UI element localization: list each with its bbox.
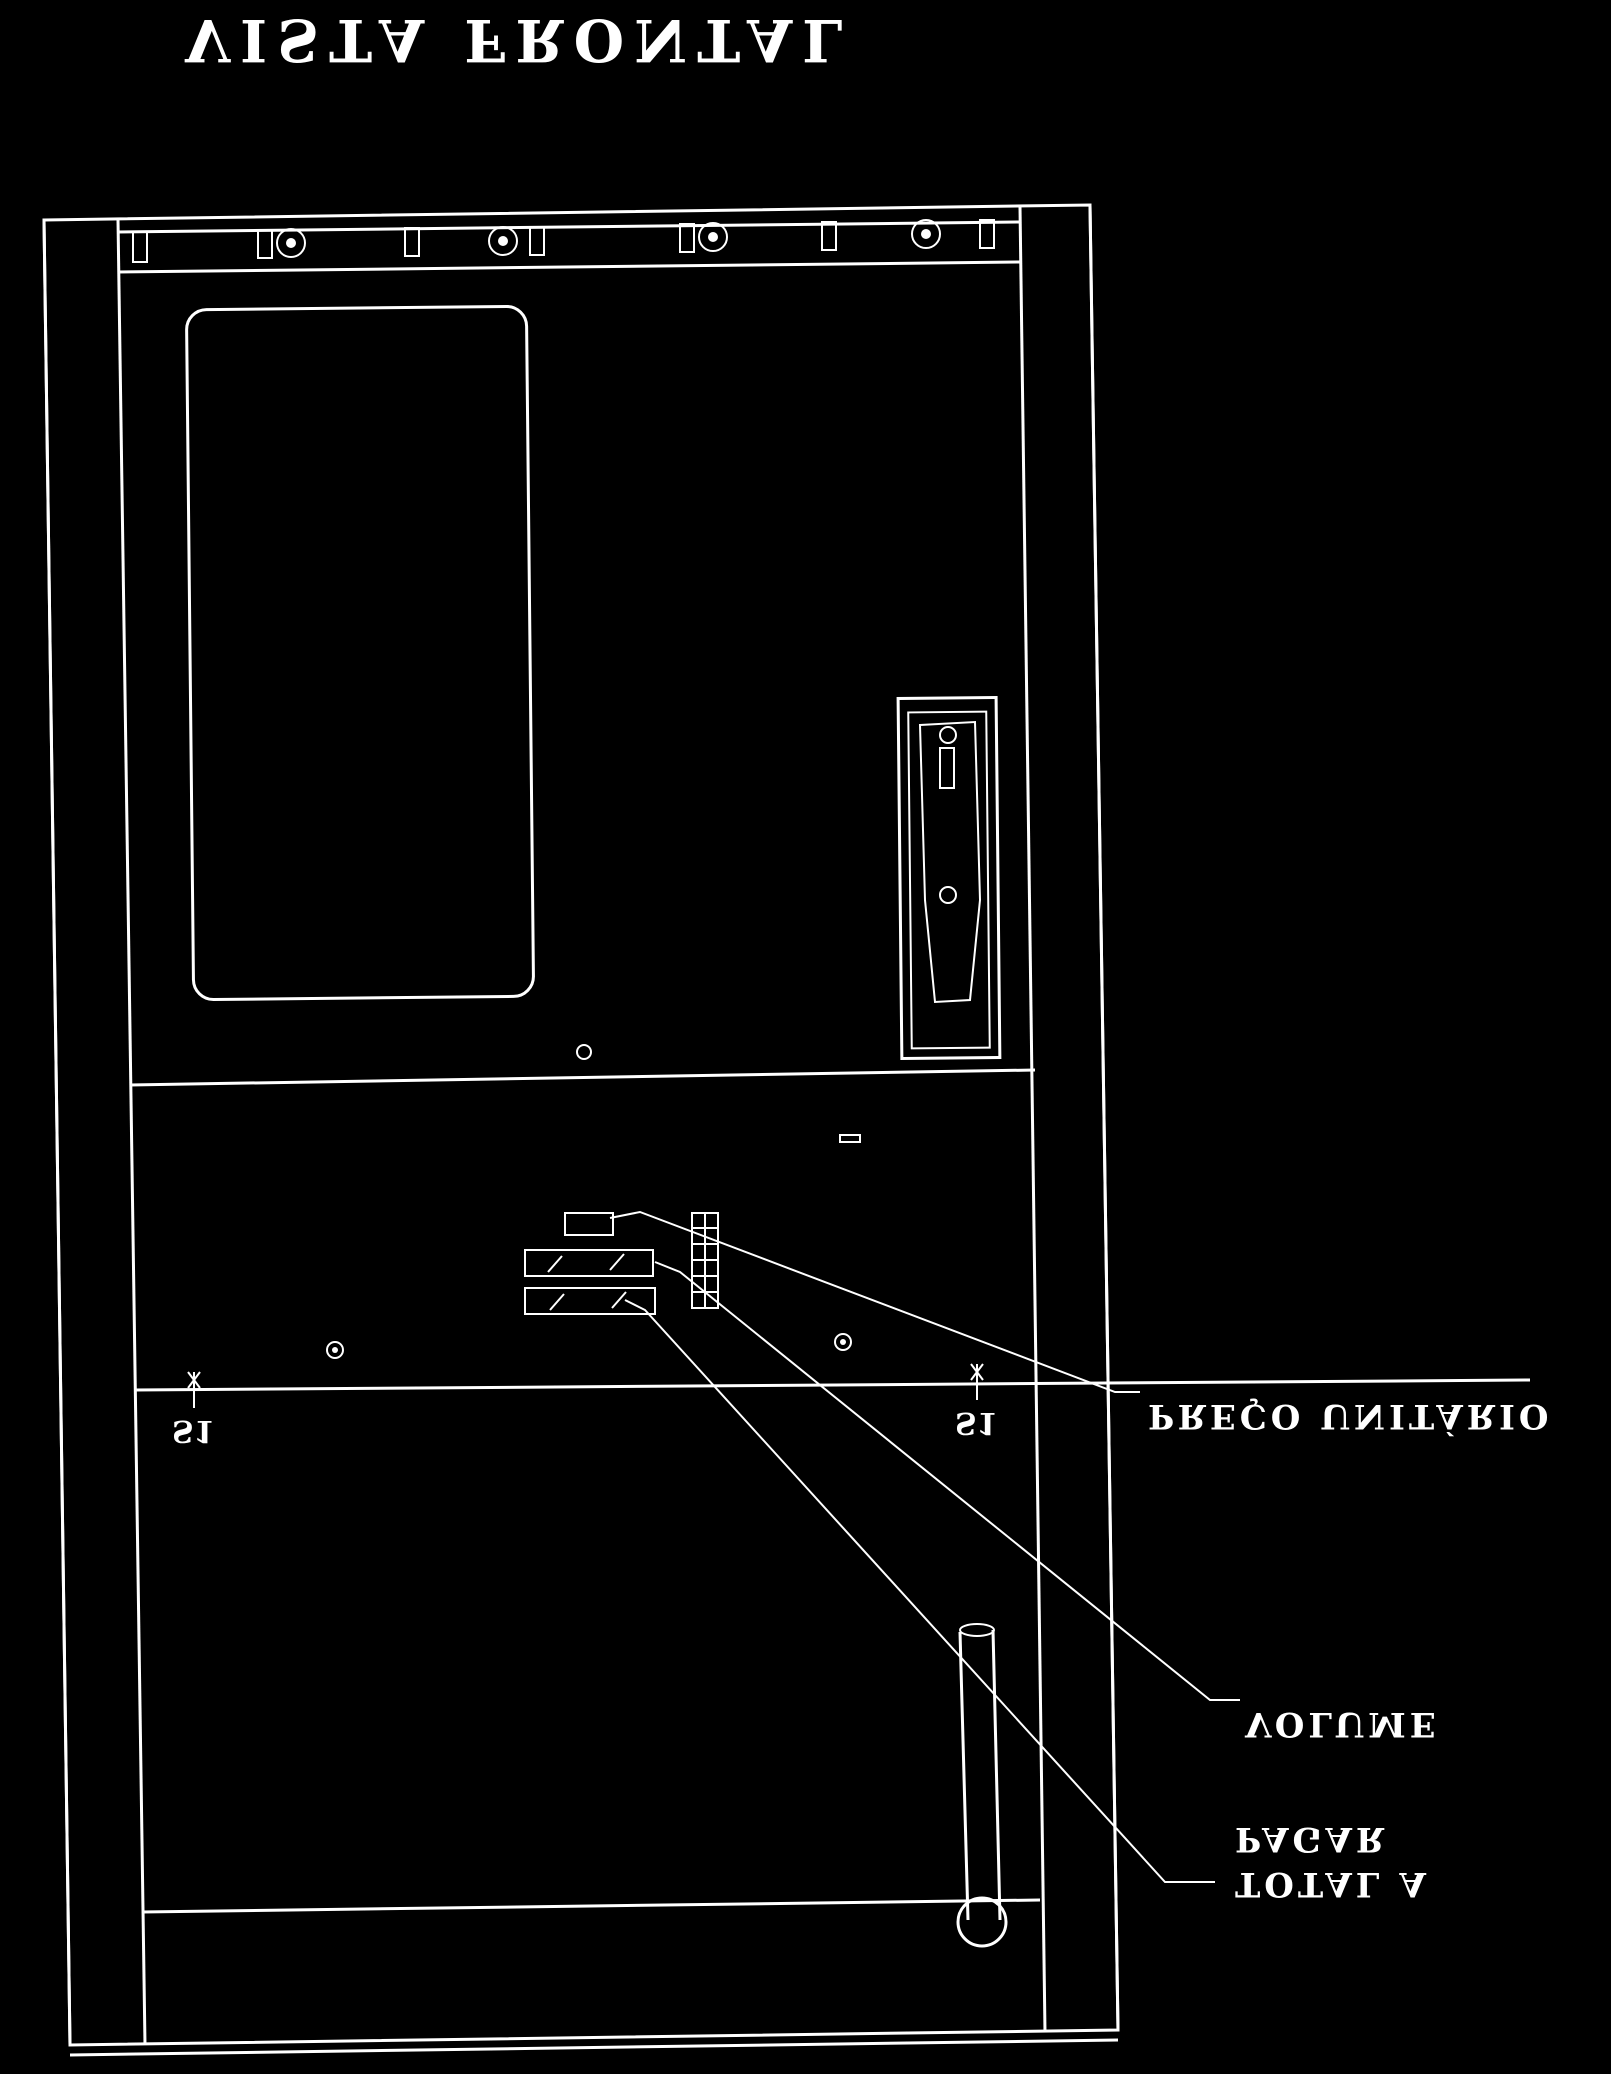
total-display (524, 1287, 656, 1315)
volume-display (524, 1249, 654, 1277)
hose-pipe (956, 1623, 1008, 1948)
slot (839, 1134, 861, 1143)
label-total-line2: PAGAR (1235, 1819, 1388, 1859)
drawing-title: VISTA FRONTAL (184, 6, 853, 74)
section-marker-left-icon (187, 1371, 201, 1408)
nozzle-holster (896, 695, 1002, 1061)
cabinet-outline (42, 203, 1120, 2057)
fitting-4-icon (821, 219, 995, 251)
leader-lines (609, 1210, 1240, 1883)
screw-left-icon (326, 1341, 344, 1359)
panel-divider (129, 1068, 1036, 1087)
hole (576, 1044, 592, 1060)
unit-price-display (564, 1212, 614, 1236)
fitting-2-icon (404, 226, 545, 257)
fittings-row (132, 219, 995, 263)
keypad-icon (691, 1212, 719, 1309)
kick-plate-line (141, 1898, 1041, 1914)
section-label-right: S1 (955, 1405, 998, 1440)
fitting-3-icon (679, 222, 728, 253)
label-total-line1: TOTAL A (1235, 1864, 1430, 1904)
top-strip (117, 220, 1021, 274)
display-window (185, 304, 535, 1002)
section-label-left: S1 (172, 1413, 215, 1448)
fitting-1-icon (132, 228, 306, 263)
label-unit-price: PREÇO UNITÁRIO (1148, 1396, 1552, 1437)
screw-right-icon (834, 1333, 852, 1351)
section-marker-right-icon (970, 1363, 984, 1400)
section-line (134, 1378, 1531, 1392)
label-volume: VOLUME (1244, 1704, 1440, 1744)
